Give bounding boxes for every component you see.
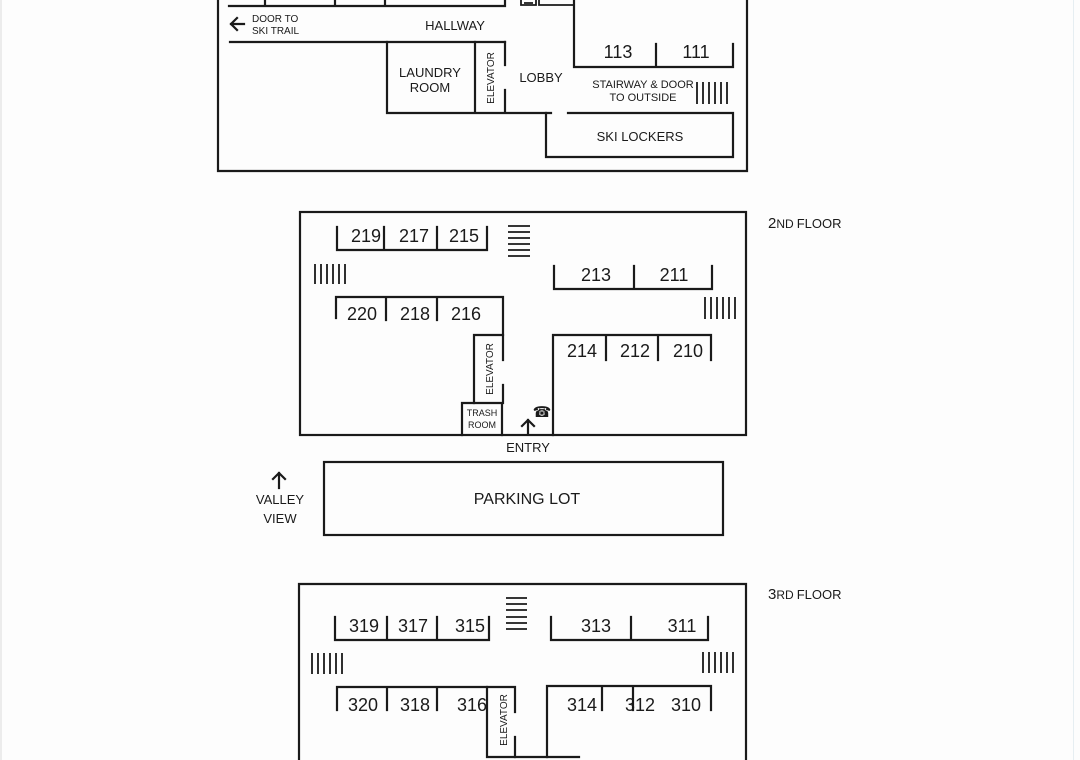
room-211: 211: [660, 265, 689, 285]
phone-icon: ☎: [533, 404, 552, 421]
rooms-219-215-walls: [335, 225, 489, 252]
arrow-up-icon: [271, 471, 287, 490]
trash-room-label-2: ROOM: [468, 420, 496, 430]
rooms-220-216-walls: [334, 295, 505, 337]
floor-3-title-num: 3: [768, 586, 776, 603]
floor-2-title-num: 2: [768, 215, 776, 232]
room-313: 313: [581, 616, 611, 636]
stairs-icon: [696, 82, 728, 104]
parking-lot-label: PARKING LOT: [474, 491, 581, 508]
room-316: 316: [457, 695, 487, 715]
floor-2-title-word: FLOOR: [797, 216, 842, 231]
room-314: 314: [567, 695, 597, 715]
valley-view-label: VALLEY: [256, 492, 305, 507]
room-210: 210: [673, 341, 703, 361]
floor-1-top-detail: [520, 0, 574, 6]
room-319: 319: [349, 616, 379, 636]
room-310: 310: [671, 695, 701, 715]
laundry-room-label: LAUNDRY: [399, 65, 461, 80]
room-320: 320: [348, 695, 378, 715]
room-318: 318: [400, 695, 430, 715]
parking-area: PARKING LOT VALLEY VIEW: [256, 460, 725, 537]
room-215: 215: [449, 226, 479, 246]
rooms-319-315-walls: [333, 615, 491, 642]
room-312: 312: [625, 695, 655, 715]
floor-2-outline: [298, 210, 748, 437]
stairs-icon: [704, 297, 736, 319]
floor-3-outline: [297, 582, 748, 760]
laundry-elevator-walls: [385, 40, 553, 115]
room-216: 216: [451, 304, 481, 324]
elevator-label: ELEVATOR: [499, 694, 510, 746]
room-311: 311: [668, 616, 697, 636]
stairs-icon: [702, 652, 734, 673]
stairs-icon: [311, 653, 343, 674]
stairs-icon: [314, 264, 346, 284]
arrow-up-icon: [520, 418, 536, 436]
rooms-213-211-walls: [552, 264, 714, 291]
rooms-313-311-walls: [549, 615, 710, 642]
stairway-label-2: TO OUTSIDE: [609, 92, 676, 104]
room-220: 220: [347, 304, 377, 324]
rooms-113-111-walls: [572, 0, 735, 69]
rooms-314-310-walls: [545, 684, 713, 759]
room-113: 113: [604, 42, 633, 62]
floor-2-title-suffix: ND: [776, 217, 794, 231]
room-218: 218: [400, 304, 430, 324]
rooms-320-316-walls: [335, 685, 517, 759]
elevator-label: ELEVATOR: [485, 343, 496, 395]
scan-edge-left: [0, 0, 2, 760]
hallway-label: HALLWAY: [425, 18, 485, 33]
floor-3-title-suffix: RD: [776, 588, 794, 602]
stairs-icon: [508, 225, 530, 257]
entry-label: ENTRY: [506, 440, 550, 455]
floor-1-top-rooms-wall: [227, 0, 507, 8]
parking-lot-outline: [322, 460, 725, 537]
rooms-214-210-walls: [551, 333, 713, 437]
stairway-label: STAIRWAY & DOOR: [592, 79, 694, 91]
stairs-icon: [506, 597, 527, 630]
trash-room-walls: [460, 401, 504, 437]
ski-lockers-walls: [544, 111, 735, 159]
room-212: 212: [620, 341, 650, 361]
door-to-ski-trail-label: DOOR TO: [252, 14, 299, 25]
laundry-room-label-2: ROOM: [410, 80, 450, 95]
room-111: 111: [682, 42, 709, 62]
room-317: 317: [398, 616, 428, 636]
elevator-label: ELEVATOR: [486, 52, 497, 104]
room-219: 219: [351, 226, 381, 246]
floor-3-title-word: FLOOR: [797, 587, 842, 602]
elevator-walls: [472, 333, 505, 405]
room-315: 315: [455, 616, 485, 636]
ski-lockers-label: SKI LOCKERS: [597, 129, 684, 144]
valley-view-label-2: VIEW: [263, 511, 297, 526]
elevator-walls: [485, 685, 581, 759]
arrow-left-icon: [229, 16, 246, 32]
floor-1-outline: [216, 0, 749, 173]
room-213: 213: [581, 265, 611, 285]
scan-edge-right: [1073, 0, 1080, 760]
trash-room-label: TRASH: [467, 408, 498, 418]
door-to-ski-trail-label-2: SKI TRAIL: [252, 26, 299, 37]
floor-1: DOOR TO SKI TRAIL HALLWAY LAUNDRY ROOM E…: [216, 0, 749, 173]
lobby-label: LOBBY: [519, 70, 563, 85]
room-214: 214: [567, 341, 597, 361]
room-217: 217: [399, 226, 429, 246]
